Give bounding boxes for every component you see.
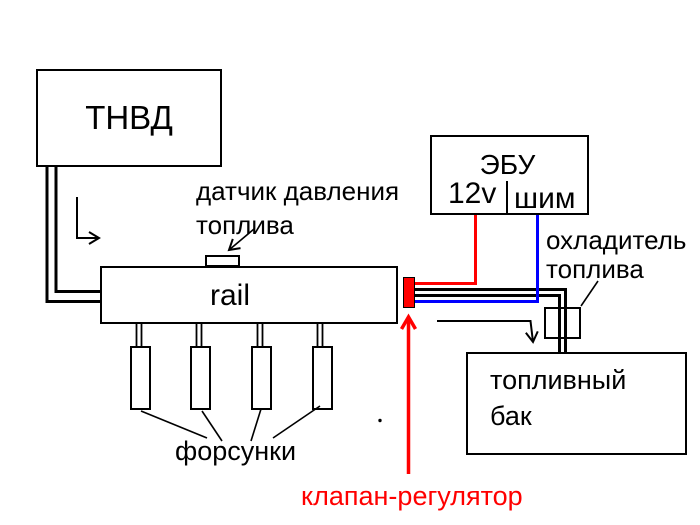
cooler-leader-line bbox=[580, 280, 599, 307]
injector-leader-lines bbox=[140, 405, 321, 442]
pump-label: ТНВД bbox=[85, 99, 173, 136]
injector-body-2 bbox=[190, 346, 211, 410]
pressure-sensor-box bbox=[205, 255, 240, 267]
flow-arrow-pump-to-rail bbox=[76, 197, 101, 245]
injector-body-1 bbox=[130, 346, 151, 410]
fuel-cooler-label-line1: охладитель bbox=[546, 225, 687, 255]
valve-regulator bbox=[403, 277, 415, 308]
supply-pipe-outer-line bbox=[45, 166, 100, 303]
stray-dot bbox=[378, 418, 382, 423]
pump-box: ТНВД bbox=[36, 69, 222, 167]
return-pipe-lower-line bbox=[415, 294, 561, 352]
flow-arrow-rail-to-tank bbox=[437, 320, 539, 344]
pressure-sensor-label: датчик давления топлива bbox=[196, 174, 399, 242]
fuel-tank-box: топливный бак bbox=[466, 352, 687, 455]
rail-box bbox=[100, 266, 398, 324]
wire-pwm bbox=[415, 214, 539, 303]
injector-body-3 bbox=[251, 346, 272, 410]
ecu-pin-pwm-label: шим bbox=[514, 182, 576, 215]
fuel-cooler-label: охладитель топлива bbox=[546, 226, 686, 284]
ecu-label: ЭБУ bbox=[479, 149, 536, 180]
ecu-pin-divider bbox=[506, 181, 508, 213]
injectors-label: форсунки bbox=[175, 436, 297, 466]
wire-12v bbox=[415, 214, 477, 285]
fuel-cooler-label-line2: топлива bbox=[546, 254, 644, 284]
injector-stems bbox=[135, 323, 324, 347]
supply-pipe-inner-line bbox=[54, 166, 100, 293]
fuel-tank-label: топливный бак bbox=[490, 362, 626, 434]
pressure-sensor-label-line2: топлива bbox=[196, 210, 294, 240]
fuel-tank-label-line1: топливный bbox=[490, 365, 627, 395]
rail-label: rail bbox=[209, 279, 250, 312]
pressure-sensor-label-line1: датчик давления bbox=[196, 176, 400, 206]
fuel-tank-label-line2: бак bbox=[490, 401, 532, 431]
return-pipe-upper-line bbox=[415, 288, 567, 352]
valve-regulator-label: клапан-регулятор bbox=[301, 481, 523, 511]
ecu-pin-12v-label: 12v bbox=[448, 177, 497, 210]
fuel-cooler-box bbox=[544, 307, 581, 339]
ecu-box: ЭБУ 12v шим bbox=[430, 135, 589, 215]
sensor-pointer-arrow bbox=[227, 228, 255, 252]
injector-body-4 bbox=[312, 346, 333, 410]
